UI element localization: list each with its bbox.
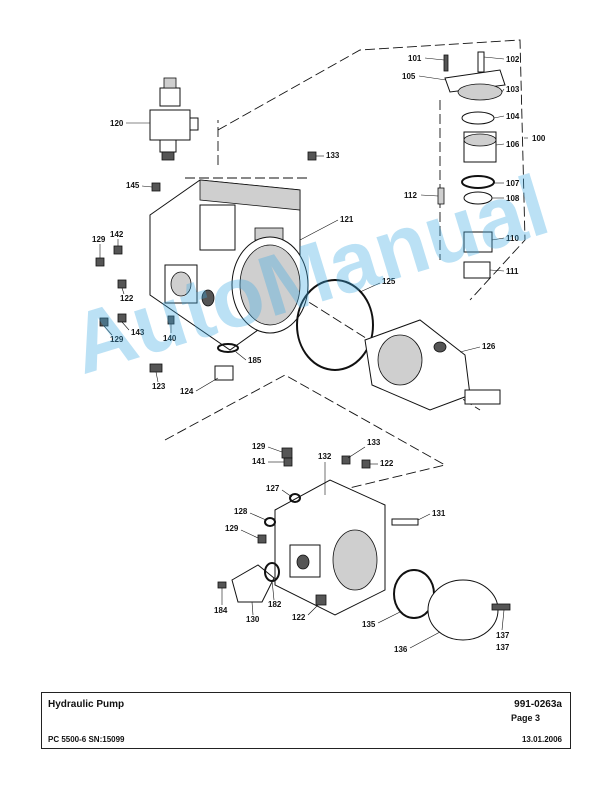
callout-122-lower: 122 (292, 613, 306, 622)
callout-141: 141 (252, 457, 266, 466)
callout-110: 110 (506, 234, 519, 243)
callout-124: 124 (180, 387, 194, 396)
callout-184: 184 (214, 606, 228, 615)
callout-185: 185 (248, 356, 262, 365)
callout-129-mid: 129 (110, 335, 124, 344)
callout-133-lower: 133 (367, 438, 381, 447)
title-block: Hydraulic Pump 991-0263a Page 3 PC 5500-… (41, 692, 571, 749)
callout-112: 112 (404, 191, 417, 200)
callout-125: 125 (382, 277, 396, 286)
lower-pump-housing (257, 447, 419, 616)
callout-104: 104 (506, 112, 520, 121)
callout-140: 140 (163, 334, 177, 343)
callout-129-lower: 129 (252, 442, 266, 451)
document-number: 991-0263a (514, 699, 562, 710)
callout-128: 128 (234, 507, 248, 516)
callout-135: 136 (394, 645, 408, 654)
callout-137: 137 (496, 643, 510, 652)
document-date: 13.01.2006 (521, 735, 562, 744)
callout-100: 100 (532, 134, 546, 143)
upper-fasteners (95, 151, 317, 381)
callout-121: 121 (340, 215, 354, 224)
callout-123: 123 (152, 382, 166, 391)
callout-131: 132 (318, 452, 332, 461)
callout-142: 142 (110, 230, 124, 239)
callout-136: 137 (496, 631, 510, 640)
callout-106: 106 (506, 140, 520, 149)
callout-132: 131 (432, 509, 446, 518)
callout-134: 135 (362, 620, 376, 629)
callout-105: 105 (402, 72, 416, 81)
callout-126: 126 (482, 342, 496, 351)
exploded-parts-diagram: 101 102 103 105 104 106 100 107 112 108 … (92, 39, 546, 654)
callout-120: 120 (110, 119, 124, 128)
callout-182: 182 (268, 600, 282, 609)
callout-111: 111 (506, 267, 519, 276)
upper-pump-housing (149, 179, 309, 351)
part-120-valve (149, 77, 199, 161)
callout-129-upper: 129 (92, 235, 106, 244)
control-assembly-100 (437, 51, 506, 279)
document-title: Hydraulic Pump (48, 699, 125, 710)
callout-133-upper: 133 (326, 151, 340, 160)
callout-129-bottom: 129 (225, 524, 239, 533)
machine-model: PC 5500-6 SN:15099 (48, 735, 125, 744)
callout-122-upper: 122 (120, 294, 134, 303)
callout-101: 101 (408, 54, 422, 63)
end-cover-135 (427, 579, 511, 641)
callout-108: 108 (506, 194, 520, 203)
o-ring-125 (296, 279, 374, 371)
callout-labels: 101 102 103 105 104 106 100 107 112 108 … (92, 54, 546, 654)
callout-130: 130 (246, 615, 260, 624)
cover-130 (217, 562, 327, 606)
callout-107: 107 (506, 179, 520, 188)
callout-102: 102 (506, 55, 520, 64)
callout-122-mid: 122 (380, 459, 394, 468)
rotating-group-126 (364, 319, 501, 411)
callout-145: 145 (126, 181, 140, 190)
callout-127: 127 (266, 484, 280, 493)
callout-103: 103 (506, 85, 520, 94)
page-number: Page 3 (510, 713, 540, 723)
callout-143: 143 (131, 328, 145, 337)
